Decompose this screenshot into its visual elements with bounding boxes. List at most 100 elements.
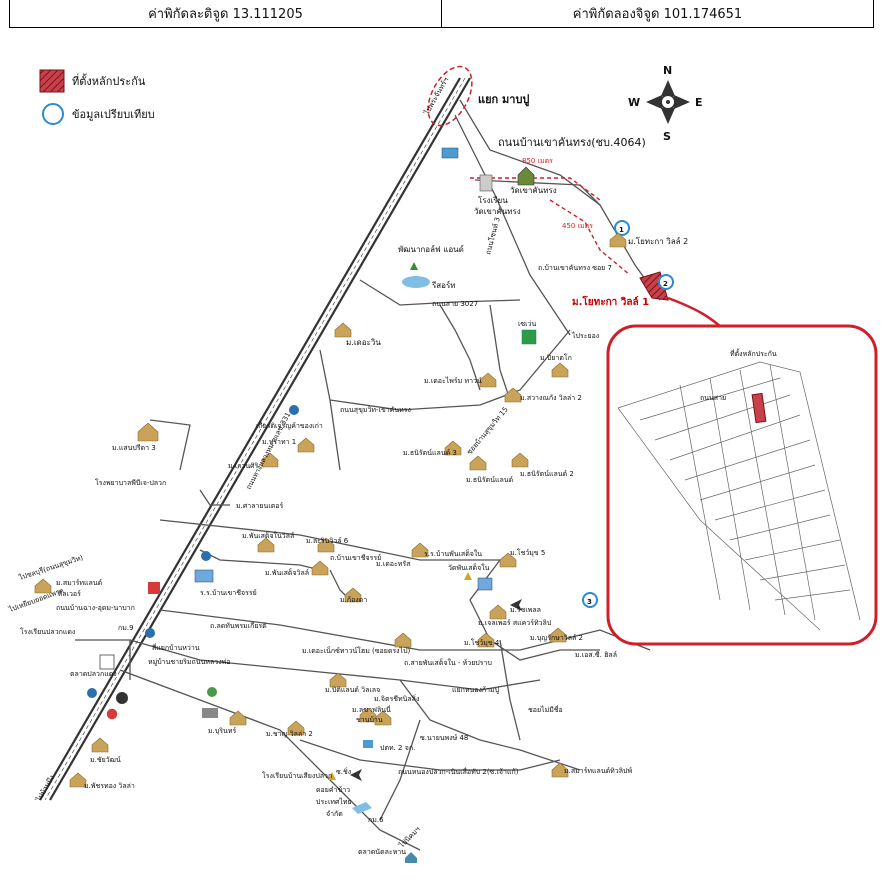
coordinate-bar: ค่าพิกัดละติจูด 13.111205 ค่าพิกัดลองจิจ… xyxy=(9,0,874,28)
airplane-icon xyxy=(510,599,522,611)
temple-icon-3 xyxy=(328,772,336,780)
inset-map: ที่ตั้งหลักประกัน ถนนสาย xyxy=(606,324,878,646)
tree-icon xyxy=(207,687,217,697)
seven-eleven-icon xyxy=(521,329,537,345)
school-icon xyxy=(479,174,493,192)
compass-n: N xyxy=(663,64,672,77)
school-icon-2 xyxy=(194,569,214,583)
legend-compare-label: ข้อมูลเปรียบเทียบ xyxy=(72,108,155,121)
phan-villa-label: ม.พันเสด็จวิลล์ xyxy=(265,568,309,577)
nadai-label: ม.ชาญ วิลล่า 2 xyxy=(266,730,313,738)
market2-label: ตลาดนัดละหาน xyxy=(358,848,406,856)
mochai-label: ม.ชัยวัฒน์ xyxy=(90,756,121,764)
sign-icon-2 xyxy=(363,740,373,748)
sonram-label: ถ.บ้านเขาชีจรรย์ xyxy=(330,554,381,562)
shop-icon xyxy=(148,582,160,594)
wat-phan-label: วัดพันเสด็จใน xyxy=(448,563,490,572)
prasan-label: ประเทศไทย xyxy=(316,797,352,806)
seven-label: เซเว่น xyxy=(518,320,536,328)
petro-label: ดอยคำข้าว xyxy=(316,786,350,794)
nitchit-label: เกียรติเจริญค้าของเก่า xyxy=(256,422,323,430)
golf-lake-icon xyxy=(402,276,430,288)
cupera-label: ม.บุรินทร์ xyxy=(208,727,236,735)
compass-icon: N S W E xyxy=(628,64,703,143)
jalen-label: ม.เจลเพอร์ สแควร์ทิวลิป xyxy=(478,619,552,627)
lamphu-label: ม.ริชเพลล xyxy=(510,606,541,614)
sawang-label: ม.สวางณกัง วิลล่า 2 xyxy=(520,394,582,402)
compare-marker-3 xyxy=(582,592,598,608)
factory-icon xyxy=(202,708,218,718)
pts-label: ปตท. 2 จก. xyxy=(380,744,415,752)
hospital-icon xyxy=(145,628,155,638)
market-icon xyxy=(99,654,115,670)
compare-number-1: 1 xyxy=(619,226,624,234)
schoolban-label: โรงเรียนบ้านเสียงปลวก xyxy=(262,771,332,780)
kaewin-label: ม.เดอะวิน xyxy=(346,338,381,347)
gas-icon-2 xyxy=(201,551,211,561)
road-48-label: ซ.นายนพงษ์ 48 xyxy=(420,734,468,742)
jamkat-label: จำกัด xyxy=(326,810,343,818)
to-hhighway-label: ไปนิคมฯ xyxy=(396,825,421,850)
road-sukhum-label: ถนนสุขุมวิท-เขาคันทรง xyxy=(340,406,411,414)
soi7-label: ถ.บ้านเขาคันทรง ซอย 7 xyxy=(538,264,612,272)
latitude-cell: ค่าพิกัดละติจูด 13.111205 xyxy=(148,7,303,22)
legend-collateral-label: ที่ตั้งหลักประกัน xyxy=(72,73,146,88)
temple-label: วัดเขาคันทรง xyxy=(510,186,557,195)
market-label: ตลาดปลวกแดง xyxy=(70,670,117,678)
siwed-label: สีลเวอร์ xyxy=(58,590,81,598)
kaewsiri-label: ม.เกวนศิริ xyxy=(228,462,259,470)
inset-road: ถนนสาย xyxy=(700,394,726,402)
house-icons xyxy=(34,232,627,788)
compare-marker-2 xyxy=(658,274,674,290)
panthep-t-label: ม.เดอะทรัส xyxy=(376,560,411,568)
legend-collateral-swatch xyxy=(39,69,65,93)
resort-label: รีสอร์ท xyxy=(431,280,455,290)
inset-label: ที่ตั้งหลักประกัน xyxy=(730,347,777,358)
legend: ที่ตั้งหลักประกัน ข้อมูลเปรียบเทียบ xyxy=(39,69,155,125)
intersect-label: ชอยไม่มีชื่อ xyxy=(528,705,563,714)
takra-label: ซ.ชิ่ง xyxy=(336,767,351,776)
junction-label: แยก มาบปู xyxy=(478,93,529,107)
sukal2-label: ชานบ้าน xyxy=(356,716,383,724)
tharin2-label: ม.ธนิรัตน์แลนด์ 2 xyxy=(520,470,574,478)
ubon-label: ร.ร.บ้านพันเสด็จใน xyxy=(424,549,482,558)
sangsri-label: ม.แสนปรีดา 3 xyxy=(112,444,156,452)
school-icon-3 xyxy=(477,577,493,591)
jitchai-label: ม.จิตรชีทนิลลิ่ง xyxy=(374,694,419,703)
road-3027-label: ถนนสาย 3027 xyxy=(432,300,478,308)
sutee-label: สี่แยกบ้านหว่าน xyxy=(152,643,200,652)
seven-icon-2 xyxy=(105,707,119,721)
phorat-label: ม.พัชรทอง วิลล่า xyxy=(84,782,135,790)
compare-marker-1 xyxy=(614,220,630,236)
peepee-label: ม.ปิติแลนด์ วิลเลจ xyxy=(325,686,380,694)
map-labels: แยก มาบปู ไปพระจันทร์ฯ ถนนบ้านเขาคันทรง(… xyxy=(7,76,689,856)
road-4064-label: ถนนบ้านเขาคันทรง(ชบ.4064) xyxy=(498,136,646,149)
nong-label: ม.ธนิรัตน์แลนด์ 3 xyxy=(403,449,457,457)
compass-s: S xyxy=(663,130,671,143)
kaesee-label: ม.ละรินวิวล์ 6 xyxy=(306,537,349,545)
golf-tree-icon xyxy=(410,262,418,270)
compass-e: E xyxy=(695,96,703,109)
pupa4-label: ม.โชว์มุข 4 xyxy=(464,638,500,647)
road-sao-label: ถ.ลดทันพรมเกียรติ xyxy=(210,622,267,630)
prasert-label: ม.เดอะไพร์ม ทาวน์ xyxy=(424,376,482,385)
villa1-label: ม.โยทะกา วิลล์ 1 xyxy=(572,295,649,308)
market-icon-2 xyxy=(405,852,417,863)
dist-450-label: 450 เมตร xyxy=(562,222,593,230)
inset-collateral xyxy=(751,392,767,424)
phanas-label: พัฒนากอล์ฟ แอนด์ xyxy=(398,244,464,254)
nongrai-label: โรงพยาบาลพีบีเจ-ปลวก xyxy=(95,478,166,487)
baifern-label: ม.ปุราทา 1 xyxy=(262,438,296,446)
hairoad-label: ถนนหนองปลวก-เนินเสื่อทับ 2(ซ.เจ้าแก้) xyxy=(398,767,519,776)
taras-label: ม.สมาร์ทแลนด์ทิวลิปพ์ xyxy=(564,767,632,775)
nonnam-label: หมู่บ้านชายริมถนนหลวงพ่อ xyxy=(148,658,230,666)
school-label: โรงเรียน xyxy=(478,195,508,205)
road-side-label: ถนนโซนท์ 3 xyxy=(483,216,502,255)
pupa3-label: ม.บุญรักษาวิลล์ 2 xyxy=(530,634,583,642)
temple-icon-2 xyxy=(464,572,472,580)
to-bangkok-label: ไปบ้านบึง xyxy=(33,773,56,803)
km6-label: กม.6 xyxy=(368,816,384,824)
dtgood-label: ม.เอส.ซี. ฮิลล์ xyxy=(575,651,617,659)
villa2-label: ม.โยทะกา วิลล์ 2 xyxy=(628,236,688,246)
km9-label: กม.9 xyxy=(118,624,134,632)
